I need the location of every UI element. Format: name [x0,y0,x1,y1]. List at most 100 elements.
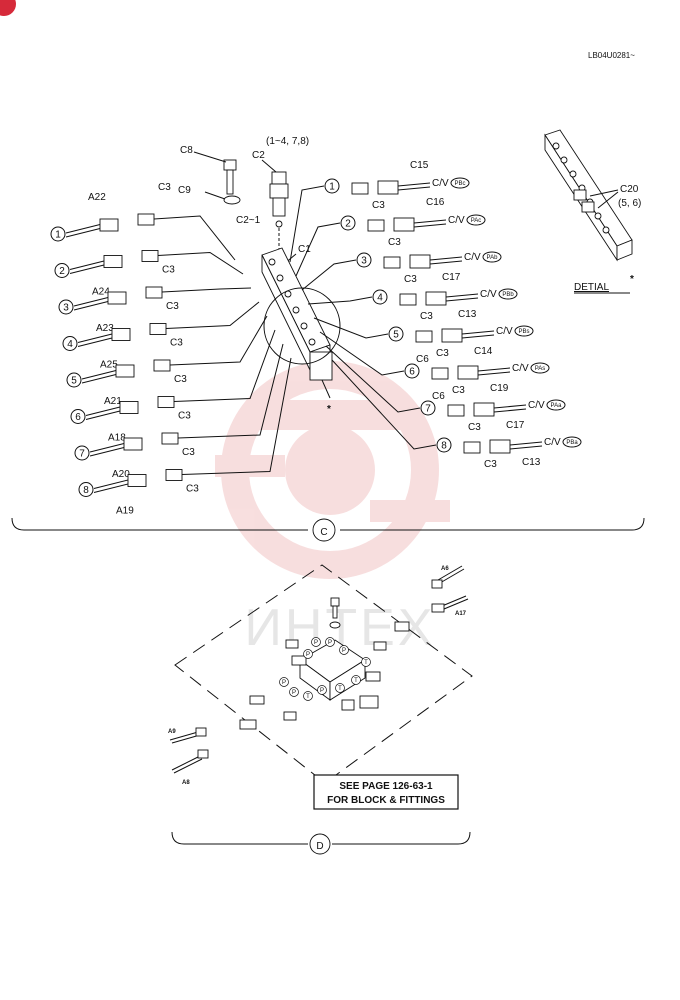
c3-fitting [383,256,401,269]
hose-name: A25 [100,360,118,371]
cv-label: C/V [512,363,529,374]
hose-number-circle [404,363,420,379]
hose-name: A23 [96,323,114,334]
hose-number-circle [372,289,388,305]
hose-number-circle [340,215,356,231]
port-label: PAs [535,366,546,372]
hose-number-circle [70,409,86,424]
port-badge [498,288,518,300]
hose-line [89,442,127,453]
port-badge [530,362,550,374]
fitting-label: C3 [174,374,187,385]
hose-number: 7 [79,449,85,460]
c3-fitting [145,286,163,299]
hose-line [69,260,107,270]
hose-line [65,223,103,234]
fitting-label: C3 [186,484,199,495]
label-c2-group: (1~4, 7,8) [266,136,309,147]
hose-end-fitting [99,218,119,232]
hose-number: 1 [329,182,335,193]
c3-fitting [161,432,179,445]
hose-name: A20 [112,469,130,480]
hose-end-fitting [441,328,463,343]
port-letter: P [292,690,296,696]
hose-number: 8 [441,441,447,452]
hose-end-fitting [409,254,431,269]
hose-end-fitting [425,291,447,306]
detail-title-asterisk: * [630,274,634,285]
hose-label: C17 [506,420,525,431]
port-circle [303,691,313,701]
hose-line [77,337,115,347]
hose-name: A19 [116,506,134,517]
fitting-label: C3 [182,447,195,458]
port-label: PBb [502,292,514,298]
c3-fitting [367,219,385,232]
c3-fitting [157,396,175,408]
hose-number: 3 [63,303,69,314]
label-a8: A8 [182,780,190,786]
hose-label: C13 [522,457,541,468]
fitting-label: C3 [178,411,191,422]
route-line [331,359,437,450]
cv-label: C/V [528,400,545,411]
hose-line [445,297,479,302]
corner-badge [0,0,16,16]
c3-fitting [165,469,183,481]
section-c-label: C [320,527,327,538]
label-c20-sub: (5, 6) [618,198,641,209]
detail-title: DETIAL [574,282,609,293]
hose-label: C19 [490,383,509,394]
fitting-label: C3 [162,265,175,276]
hose-line [65,227,103,238]
hose-number: 5 [71,376,77,387]
hose-end-fitting [377,180,399,195]
port-badge [466,214,486,226]
section-c-bracket [11,517,645,542]
port-letter: T [354,678,358,684]
fitting-label: C3 [468,422,481,433]
hose-number: 2 [345,219,351,230]
label-c2-1: C2~1 [236,215,261,226]
hose-end-fitting [489,439,511,454]
route-line [173,329,276,402]
hose-end-fitting [393,217,415,232]
detail-asterisk: * [327,404,331,415]
hose-line [509,445,543,450]
cv-label: C/V [480,289,497,300]
lower-assembly [169,564,473,784]
port-label: PAc [471,218,482,224]
hose-line [81,369,119,380]
hose-end-fitting [123,437,143,451]
cv-label: C/V [496,326,513,337]
port-badge [546,399,566,411]
port-badge [562,436,582,448]
hose-number: 4 [377,293,383,304]
c9-washer [204,191,241,205]
hose-line [429,260,463,265]
hose-name: A21 [104,396,122,407]
port-circle [289,687,299,697]
label-c2: C2 [252,150,265,161]
port-letter: T [364,660,368,666]
detail-block-view [544,129,633,262]
hose-line [73,300,111,311]
hose-number-circle [54,263,70,278]
c3-fitting [137,213,155,226]
hose-line [445,293,479,298]
port-letter: P [320,688,324,694]
hose-end-fitting [103,255,123,268]
hose-line [89,446,127,457]
hose-number-circle [62,336,78,351]
drawing-code: LB04U0281~ [588,51,635,60]
fitting-label-alt: C6 [432,391,445,402]
route-line [295,222,341,277]
label-c20: C20 [620,184,639,195]
hose-number-circle [420,400,436,416]
